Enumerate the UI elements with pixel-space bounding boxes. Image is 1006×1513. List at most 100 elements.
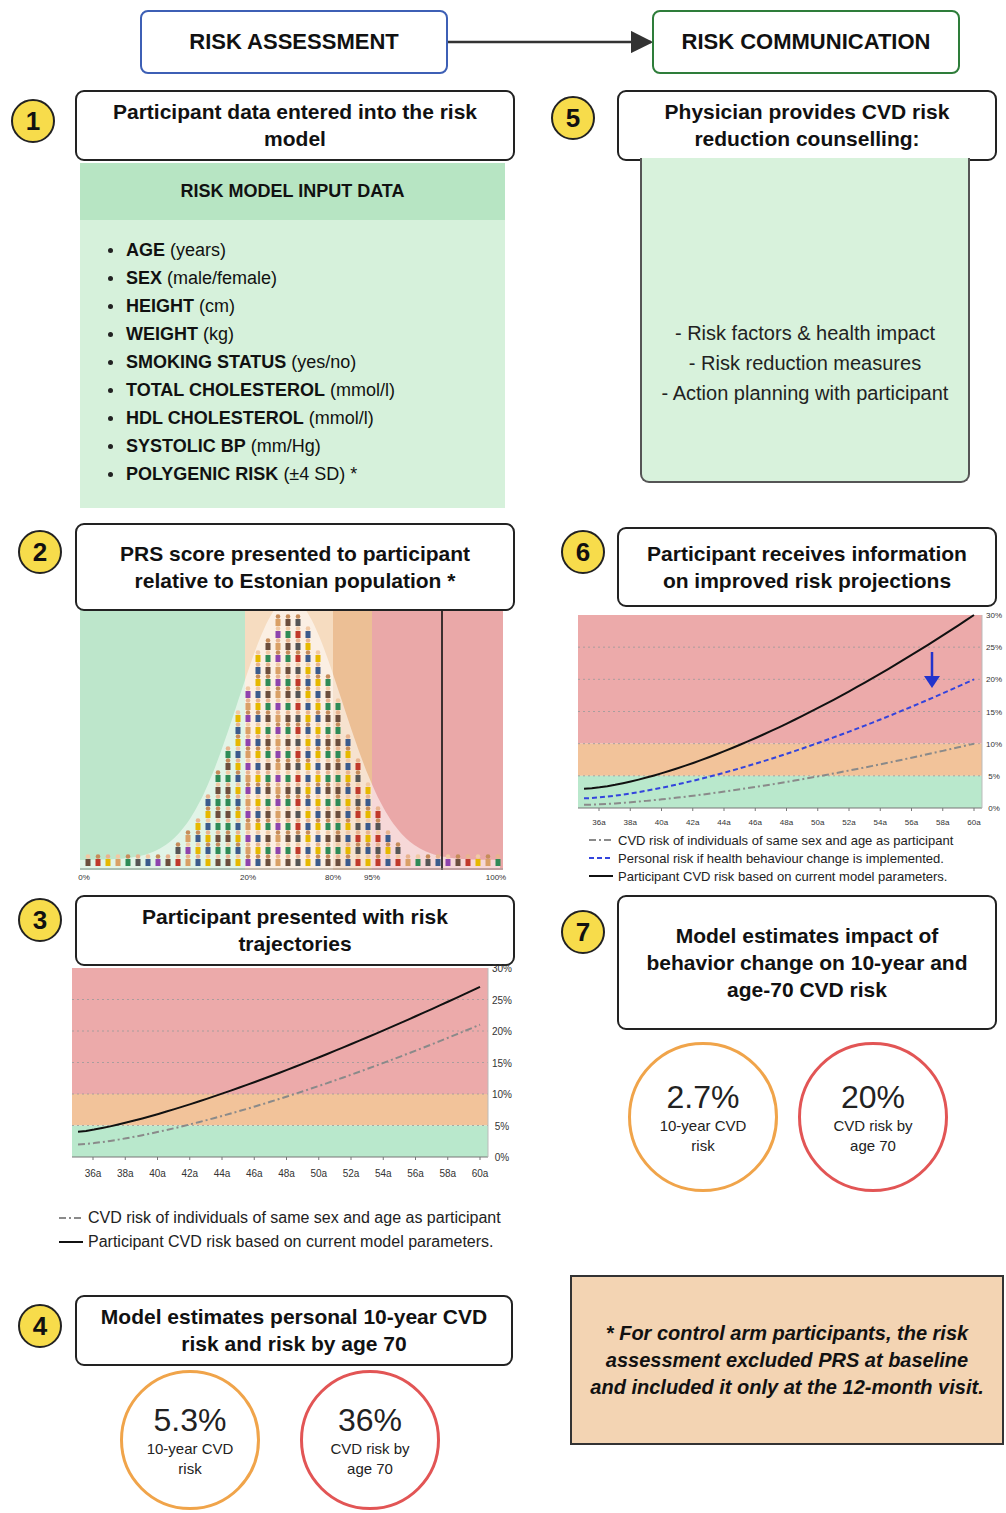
axis-label: 15% bbox=[986, 707, 1002, 716]
person-head bbox=[276, 674, 281, 679]
callout-number: 6 bbox=[561, 530, 605, 574]
person-head bbox=[296, 686, 301, 691]
person-figure bbox=[306, 739, 311, 746]
person-figure bbox=[276, 727, 281, 734]
person-figure bbox=[476, 859, 481, 866]
axis-label: 56a bbox=[905, 818, 918, 827]
person-head bbox=[296, 842, 301, 847]
person-head bbox=[336, 854, 341, 859]
person-head bbox=[336, 818, 341, 823]
person-figure bbox=[246, 835, 251, 842]
person-figure bbox=[256, 823, 261, 830]
person-figure bbox=[316, 751, 321, 758]
risk-caption: CVD risk by age 70 bbox=[321, 1439, 419, 1478]
person-figure bbox=[206, 847, 211, 854]
person-figure bbox=[296, 763, 301, 770]
person-figure bbox=[236, 739, 241, 746]
legend-line bbox=[589, 857, 613, 859]
person-head bbox=[276, 794, 281, 799]
person-figure bbox=[276, 763, 281, 770]
person-figure bbox=[346, 775, 351, 782]
person-head bbox=[296, 830, 301, 835]
person-figure bbox=[316, 823, 321, 830]
prs-chart bbox=[80, 590, 503, 870]
person-head bbox=[196, 818, 201, 823]
callout-number: 1 bbox=[11, 99, 55, 143]
person-figure bbox=[206, 811, 211, 818]
input-item: WEIGHT (kg) bbox=[80, 320, 505, 348]
person-figure bbox=[296, 835, 301, 842]
person-figure bbox=[266, 823, 271, 830]
person-figure bbox=[216, 823, 221, 830]
person-head bbox=[286, 698, 291, 703]
axis-label: 30% bbox=[492, 963, 512, 974]
person-figure bbox=[446, 859, 451, 866]
person-head bbox=[286, 758, 291, 763]
person-head bbox=[276, 806, 281, 811]
person-head bbox=[436, 854, 441, 859]
axis-tick bbox=[189, 1157, 190, 1160]
person-head bbox=[316, 794, 321, 799]
person-head bbox=[316, 722, 321, 727]
person-head bbox=[296, 770, 301, 775]
person-head bbox=[346, 830, 351, 835]
person-head bbox=[106, 854, 111, 859]
person-figure bbox=[366, 811, 371, 818]
axis-label: 20% bbox=[986, 675, 1002, 684]
person-figure bbox=[136, 859, 141, 866]
person-figure bbox=[226, 847, 231, 854]
person-head bbox=[366, 830, 371, 835]
callout-text: 5 bbox=[566, 103, 580, 134]
person-head bbox=[316, 674, 321, 679]
person-figure bbox=[236, 823, 241, 830]
person-head bbox=[306, 842, 311, 847]
person-figure bbox=[236, 715, 241, 722]
person-figure bbox=[246, 691, 251, 698]
person-figure bbox=[366, 847, 371, 854]
risk-value: 5.3% bbox=[154, 1402, 227, 1439]
person-head bbox=[326, 770, 331, 775]
person-head bbox=[266, 806, 271, 811]
person-figure bbox=[266, 787, 271, 794]
axis-label: 10% bbox=[986, 739, 1002, 748]
axis-label: 38a bbox=[624, 818, 637, 827]
person-head bbox=[286, 806, 291, 811]
person-figure bbox=[236, 763, 241, 770]
person-head bbox=[356, 794, 361, 799]
person-figure bbox=[206, 823, 211, 830]
percentile-label: 80% bbox=[325, 873, 341, 882]
person-head bbox=[226, 794, 231, 799]
person-figure bbox=[376, 859, 381, 866]
step-box: Physician provides CVD risk reduction co… bbox=[617, 90, 997, 161]
person-head bbox=[306, 758, 311, 763]
person-head bbox=[236, 830, 241, 835]
person-figure bbox=[366, 823, 371, 830]
person-head bbox=[496, 854, 501, 859]
person-figure bbox=[266, 667, 271, 674]
axis-label: 30% bbox=[986, 611, 1002, 620]
person-head bbox=[346, 806, 351, 811]
person-figure bbox=[326, 691, 331, 698]
person-head bbox=[246, 734, 251, 739]
person-figure bbox=[216, 847, 221, 854]
person-head bbox=[196, 830, 201, 835]
person-figure bbox=[286, 667, 291, 674]
person-head bbox=[216, 770, 221, 775]
person-figure bbox=[246, 751, 251, 758]
person-figure bbox=[376, 823, 381, 830]
person-figure bbox=[346, 847, 351, 854]
axis-line bbox=[72, 1157, 488, 1158]
person-head bbox=[176, 854, 181, 859]
person-head bbox=[286, 770, 291, 775]
person-figure bbox=[306, 859, 311, 866]
risk-value: 20% bbox=[841, 1079, 905, 1116]
person-figure bbox=[336, 703, 341, 710]
person-figure bbox=[256, 799, 261, 806]
axis-label: 54a bbox=[375, 1168, 392, 1179]
risk-circle: 2.7%10-year CVD risk bbox=[628, 1042, 778, 1192]
person-head bbox=[246, 686, 251, 691]
person-figure bbox=[246, 823, 251, 830]
person-figure bbox=[336, 811, 341, 818]
legend-line bbox=[59, 1217, 83, 1219]
axis-label: 44a bbox=[717, 818, 730, 827]
